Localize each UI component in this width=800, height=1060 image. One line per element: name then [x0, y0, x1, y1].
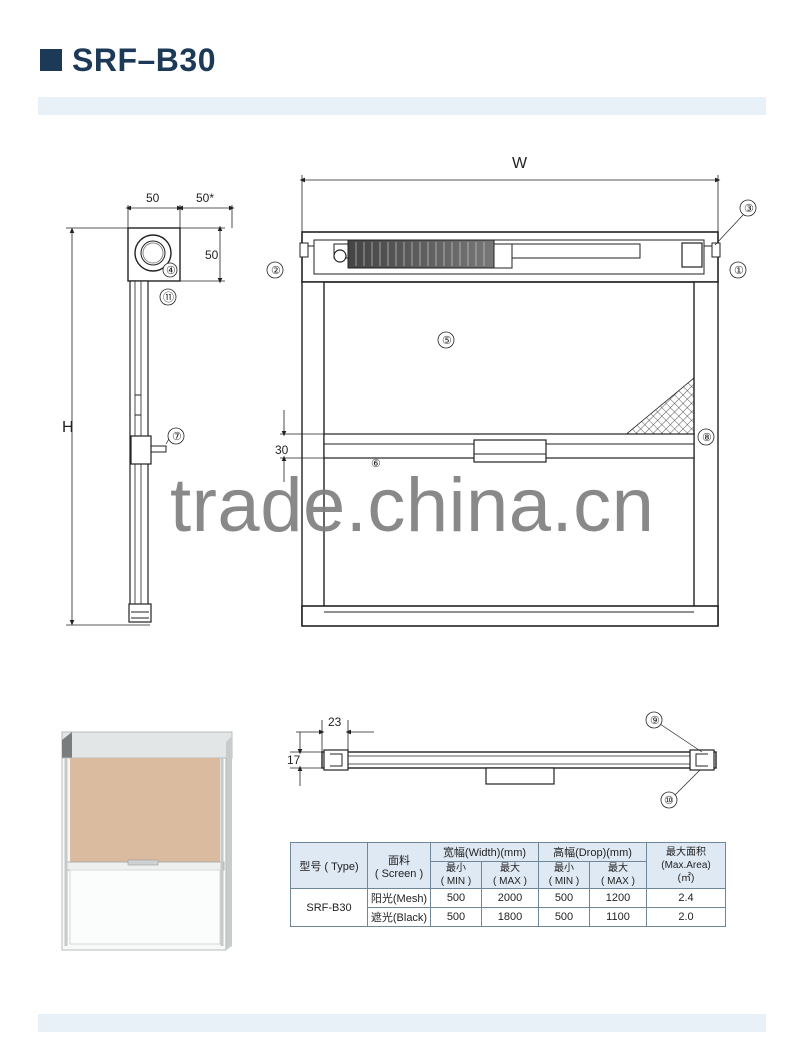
callout-3: ③: [744, 203, 754, 215]
cell-screen: 阳光(Mesh): [367, 888, 431, 908]
cell-area: 2.0: [646, 907, 726, 927]
header-screen-en: ( Screen ): [374, 867, 424, 880]
header-drop-min: 最小( MIN ): [538, 861, 590, 889]
callout-1: ①: [734, 265, 744, 277]
callout-5: ⑤: [442, 335, 452, 347]
header-area-unit: (㎡): [677, 873, 695, 884]
cell-width-min: 500: [430, 888, 482, 908]
header-screen-cn: 面料: [388, 854, 410, 867]
callout-7: ⑦: [172, 431, 182, 443]
header-area-en: (Max.Area): [661, 860, 711, 871]
callout-4: ④: [166, 265, 176, 277]
header-width: 宽幅(Width)(mm): [430, 842, 539, 862]
side-view: 50 50* 50 H ④ ⑪ ⑦: [62, 191, 235, 626]
callout-2: ②: [271, 265, 281, 277]
front-view: W 30 ②: [266, 155, 757, 627]
bottom-band: [38, 1014, 766, 1032]
table-row: 遮光(Black) 500 1800 500 1100 2.0: [291, 907, 726, 927]
table-row: SRF-B30 阳光(Mesh) 500 2000 500 1200 2.4: [290, 888, 726, 927]
watermark: trade.china.cn: [170, 463, 655, 548]
product-image: [61, 731, 233, 951]
header-width-min: 最小( MIN ): [430, 861, 482, 889]
header-drop: 高幅(Drop)(mm): [538, 842, 647, 862]
cell-area: 2.4: [646, 888, 726, 908]
dim-23: 23: [328, 715, 342, 729]
cell-width-max: 2000: [481, 888, 539, 908]
dim-side-width: 50: [146, 191, 160, 205]
cell-width-max: 1800: [481, 907, 539, 927]
spec-table: 型号 ( Type) 面料 ( Screen ) 宽幅(Width)(mm) 高…: [290, 842, 726, 927]
header-width-max: 最大( MAX ): [481, 861, 539, 889]
header-screen: 面料 ( Screen ): [367, 842, 431, 889]
cell-drop-min: 500: [538, 907, 590, 927]
cell-type: SRF-B30: [290, 888, 368, 927]
callout-6: ⑥: [371, 458, 381, 470]
callout-8: ⑧: [702, 432, 712, 444]
dim-side-extra: 50*: [196, 191, 214, 205]
callout-10: ⑩: [664, 795, 674, 807]
header-area: 最大面积 (Max.Area) (㎡): [646, 842, 726, 889]
fabric-panel: [70, 758, 220, 862]
dim-height-label: H: [62, 419, 74, 436]
cell-drop-max: 1200: [589, 888, 647, 908]
cell-screen: 遮光(Black): [367, 907, 431, 927]
dim-30: 30: [275, 443, 289, 457]
dim-side-height: 50: [205, 248, 219, 262]
cell-width-min: 500: [430, 907, 482, 927]
title-square-icon: [40, 49, 62, 71]
dim-17: 17: [287, 753, 301, 767]
header-area-cn: 最大面积: [666, 847, 706, 858]
dim-width-label: W: [512, 155, 528, 172]
header-drop-max: 最大( MAX ): [589, 861, 647, 889]
callout-11: ⑪: [163, 291, 174, 304]
cell-drop-max: 1100: [589, 907, 647, 927]
cell-drop-min: 500: [538, 888, 590, 908]
page-title: SRF–B30: [72, 41, 216, 78]
callout-9: ⑨: [650, 715, 660, 727]
bottom-view: 23 17 ⑨ ⑩: [287, 711, 717, 809]
header-type: 型号 ( Type): [290, 842, 368, 889]
page-header: SRF–B30: [40, 40, 216, 80]
top-band: [38, 97, 766, 115]
